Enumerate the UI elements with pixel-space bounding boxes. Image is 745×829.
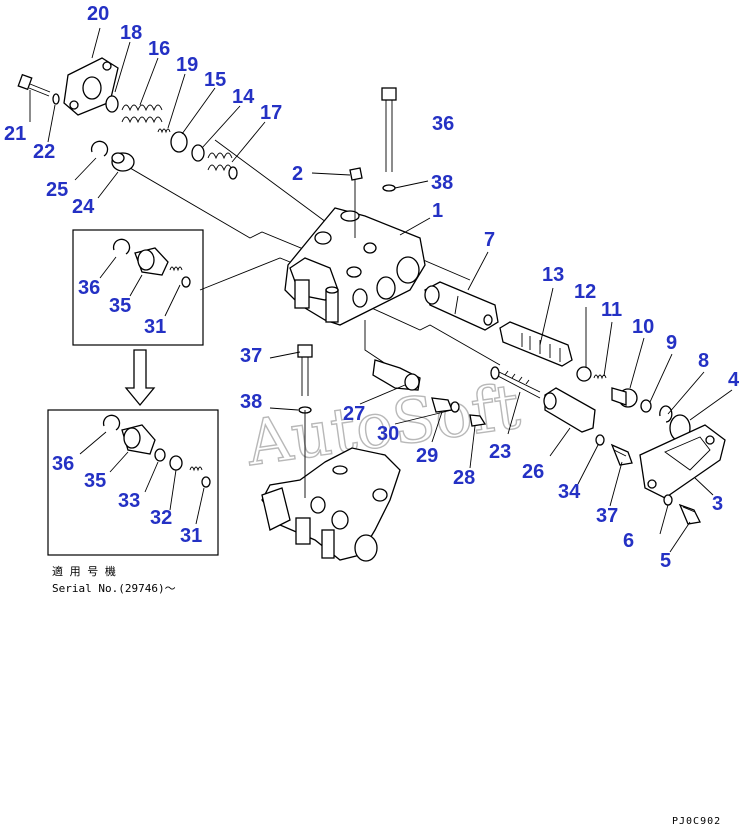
callout-1: 1 <box>432 200 443 222</box>
callout-13: 13 <box>542 264 564 286</box>
fitting-27 <box>372 359 421 391</box>
callout-25: 25 <box>46 179 68 201</box>
callout-30: 30 <box>377 423 399 445</box>
bolt-37 <box>610 443 633 466</box>
washer-22 <box>52 93 60 105</box>
callout-37: 37 <box>596 505 618 527</box>
washer-30 <box>450 401 460 413</box>
inset-top-callout-31: 31 <box>144 316 166 338</box>
spring-16 <box>121 104 163 124</box>
sleeve-26 <box>543 387 596 433</box>
washer-6 <box>663 494 673 506</box>
seal-18 <box>105 95 119 113</box>
down-arrow-icon <box>124 349 156 407</box>
cover-plate-3 <box>639 424 726 499</box>
inset-bottom-labels: 36 35 33 32 31 <box>52 453 202 547</box>
plug-28 <box>469 414 487 427</box>
callout-29: 29 <box>416 445 438 467</box>
spring-17 <box>207 152 238 180</box>
callout-38: 36 <box>432 113 454 135</box>
serial-note: Serial No.(29746)～ <box>52 582 176 595</box>
leader-lines <box>29 27 733 553</box>
bolt-38 <box>381 87 397 172</box>
ring-15 <box>170 131 188 153</box>
spool-13 <box>499 321 573 367</box>
inset-top <box>72 229 204 346</box>
callout-7: 7 <box>484 229 495 251</box>
callout-39: 37 <box>240 345 262 367</box>
callout-10: 10 <box>632 316 654 338</box>
applicability-note: 適 用 号 機 <box>52 564 116 578</box>
callout-40-bottom: 38 <box>240 391 262 413</box>
rod-23 <box>490 366 541 399</box>
bolt-5 <box>678 503 701 525</box>
callout-6: 6 <box>623 530 634 552</box>
callout-9: 9 <box>666 332 677 354</box>
callout-4: 4 <box>728 369 740 391</box>
plug-2 <box>349 167 363 238</box>
inset-bottom <box>47 409 219 556</box>
valve-body-variant <box>261 410 401 562</box>
inset-bottom-callout-35: 35 <box>84 470 106 492</box>
callout-15: 15 <box>204 69 226 91</box>
callout-19: 19 <box>176 54 198 76</box>
inset-bottom-callout-31: 31 <box>180 525 202 547</box>
inset-bottom-callout-32: 32 <box>150 507 172 529</box>
bolt-21 <box>17 73 51 97</box>
plug-24 <box>111 152 135 172</box>
callout-24: 24 <box>72 196 95 218</box>
washer-34 <box>595 434 605 446</box>
callout-17: 17 <box>260 102 282 124</box>
callout-34: 34 <box>558 481 581 503</box>
inset-bottom-callout-36: 36 <box>52 453 74 475</box>
callout-40-top: 38 <box>431 172 453 194</box>
plug-10 <box>611 387 638 408</box>
callout-27: 27 <box>343 403 365 425</box>
bolt-39 <box>297 344 313 396</box>
washer-14 <box>191 144 205 162</box>
inset-top-callout-35: 35 <box>109 295 131 317</box>
callout-3: 3 <box>712 493 723 515</box>
callout-28: 28 <box>453 467 475 489</box>
valve-body-1 <box>284 207 426 326</box>
callout-14: 14 <box>232 86 255 108</box>
callout-18: 18 <box>120 22 142 44</box>
ring-9 <box>640 399 652 413</box>
callout-11: 11 <box>601 299 622 321</box>
callout-26: 26 <box>522 461 544 483</box>
callout-5: 5 <box>660 550 671 572</box>
callout-20: 20 <box>87 3 109 25</box>
inset-top-callout-36: 36 <box>78 277 100 299</box>
callout-12: 12 <box>574 281 596 303</box>
inset-top-labels: 36 35 31 <box>78 277 166 338</box>
callout-16: 16 <box>148 38 170 60</box>
piston-12 <box>576 366 592 382</box>
snap-ring-8 <box>659 405 673 423</box>
inset-bottom-callout-33: 33 <box>118 490 140 512</box>
callout-23: 23 <box>489 441 511 463</box>
callout-21: 21 <box>4 123 26 145</box>
washer-40-upper <box>382 184 396 192</box>
drawing-code: PJ0C902 <box>672 816 721 827</box>
snap-ring-25 <box>90 140 109 157</box>
spool-7 <box>424 281 499 331</box>
callout-labels: 20 18 16 19 15 14 17 21 22 25 24 2 36 38… <box>4 3 740 572</box>
callout-2: 2 <box>292 163 303 185</box>
callout-8: 8 <box>698 350 709 372</box>
callout-22: 22 <box>33 141 55 163</box>
small-spring-19 <box>157 128 171 134</box>
